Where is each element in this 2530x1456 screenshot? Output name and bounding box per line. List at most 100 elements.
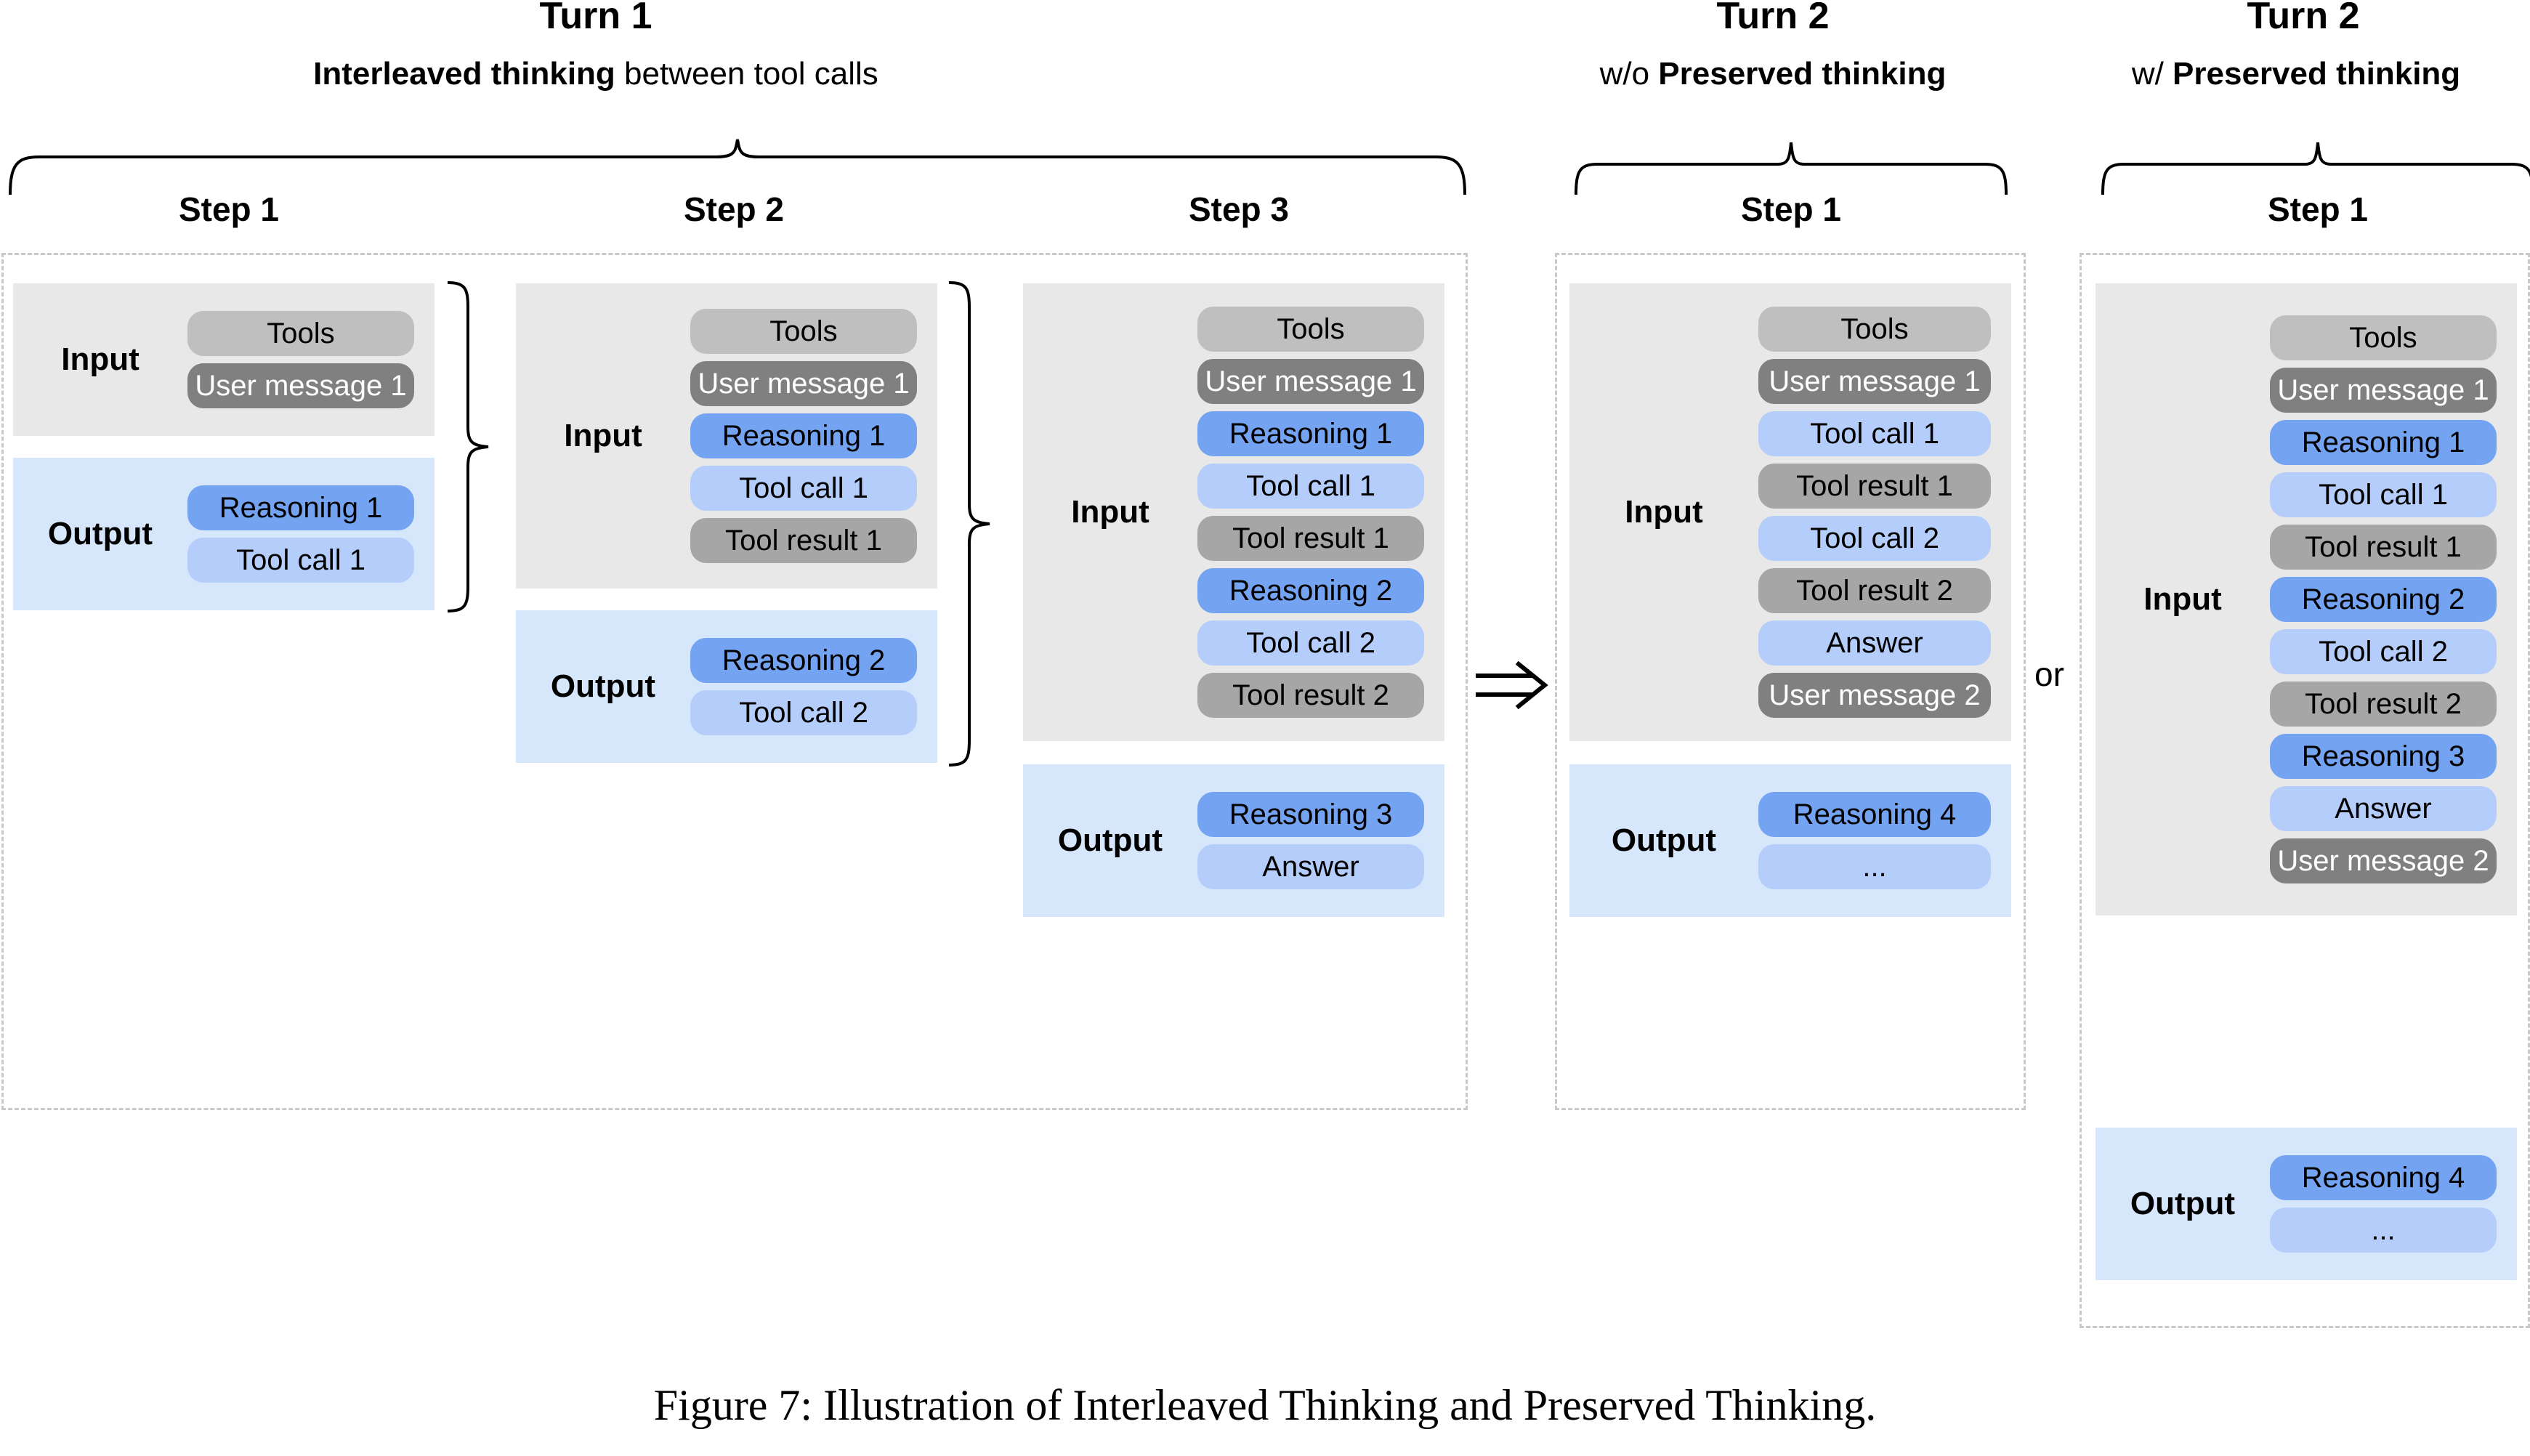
turn2-with-brace-icon bbox=[2101, 142, 2530, 195]
turn2-without-brace-icon bbox=[1575, 142, 2008, 195]
pill-tool-call: Tool call 1 bbox=[187, 538, 414, 583]
turn2-without-title: Turn 2 bbox=[1591, 0, 1955, 35]
input-block-turn1-step3: Input Tools User message 1 Reasoning 1 T… bbox=[1023, 283, 1444, 741]
turn2-without-subtitle-prefix: w/o bbox=[1599, 56, 1659, 92]
turn2-with-subtitle-prefix: w/ bbox=[2131, 56, 2173, 92]
input-label: Input bbox=[2143, 581, 2222, 617]
input-label: Input bbox=[564, 418, 642, 453]
output-label: Output bbox=[550, 668, 656, 704]
step-title-turn2-without-step1: Step 1 bbox=[1740, 190, 1842, 228]
output-label: Output bbox=[2130, 1186, 2236, 1221]
input-pill-stack-turn2-without: Tools User message 1 Tool call 1 Tool re… bbox=[1758, 307, 1991, 718]
output-block-turn2-without: Output Reasoning 4 ... bbox=[1569, 764, 2011, 917]
input-pill-stack-turn1-step2: Tools User message 1 Reasoning 1 Tool ca… bbox=[690, 309, 917, 563]
input-pill-stack-turn2-with: Tools User message 1 Reasoning 1 Tool ca… bbox=[2270, 315, 2497, 883]
pill-reasoning: Reasoning 3 bbox=[2270, 734, 2497, 779]
pill-reasoning: Reasoning 2 bbox=[1197, 568, 1424, 613]
pill-tool-call: Tool call 1 bbox=[1197, 464, 1424, 509]
pill-reasoning: Reasoning 2 bbox=[2270, 577, 2497, 622]
pill-tools: Tools bbox=[2270, 315, 2497, 360]
pill-tool-call: Tool call 1 bbox=[1758, 411, 1991, 456]
output-label: Output bbox=[47, 516, 153, 551]
pill-tools: Tools bbox=[1197, 307, 1424, 352]
output-pill-stack-turn2-with: Reasoning 4 ... bbox=[2270, 1155, 2497, 1253]
turn1-subtitle-bold: Interleaved thinking bbox=[313, 56, 615, 92]
pill-ellipsis: ... bbox=[2270, 1208, 2497, 1253]
turn2-with-title: Turn 2 bbox=[2122, 0, 2485, 35]
turn2-without-title-text: Turn 2 bbox=[1716, 0, 1830, 37]
input-block-turn1-step2: Input Tools User message 1 Reasoning 1 T… bbox=[516, 283, 937, 589]
pill-reasoning: Reasoning 4 bbox=[1758, 792, 1991, 837]
pill-reasoning: Reasoning 1 bbox=[187, 485, 414, 530]
step-title-turn1-step3: Step 3 bbox=[1188, 190, 1290, 228]
pill-tool-call: Tool call 2 bbox=[2270, 629, 2497, 674]
output-block-turn1-step2: Output Reasoning 2 Tool call 2 bbox=[516, 610, 937, 763]
turn1-subtitle: Interleaved thinking between tool calls bbox=[124, 58, 1068, 90]
output-block-turn1-step3: Output Reasoning 3 Answer bbox=[1023, 764, 1444, 917]
pill-user-message: User message 2 bbox=[1758, 673, 1991, 718]
pill-user-message: User message 1 bbox=[1197, 359, 1424, 404]
turn2-with-subtitle-bold: Preserved thinking bbox=[2173, 56, 2461, 92]
pill-reasoning: Reasoning 1 bbox=[690, 413, 917, 458]
input-block-turn2-without: Input Tools User message 1 Tool call 1 T… bbox=[1569, 283, 2011, 741]
pill-tool-result: Tool result 2 bbox=[1197, 673, 1424, 718]
pill-answer: Answer bbox=[1758, 620, 1991, 666]
pill-tool-call: Tool call 1 bbox=[690, 466, 917, 511]
input-pill-stack-turn1-step3: Tools User message 1 Reasoning 1 Tool ca… bbox=[1197, 307, 1424, 718]
input-label: Input bbox=[1071, 494, 1149, 530]
output-pill-stack-turn1-step2: Reasoning 2 Tool call 2 bbox=[690, 638, 917, 735]
turn2-with-subtitle: w/ Preserved thinking bbox=[2042, 58, 2530, 90]
output-pill-stack-turn1-step1: Reasoning 1 Tool call 1 bbox=[187, 485, 414, 583]
turn1-title-text: Turn 1 bbox=[539, 0, 652, 37]
input-block-turn2-with: Input Tools User message 1 Reasoning 1 T… bbox=[2095, 283, 2517, 915]
step-container-turn2-with bbox=[2080, 253, 2530, 1328]
pill-tools: Tools bbox=[690, 309, 917, 354]
pill-reasoning: Reasoning 4 bbox=[2270, 1155, 2497, 1200]
pill-user-message: User message 1 bbox=[2270, 368, 2497, 413]
output-pill-stack-turn1-step3: Reasoning 3 Answer bbox=[1197, 792, 1424, 889]
step-title-turn1-step1: Step 1 bbox=[178, 190, 280, 228]
brace-step1-to-step2-icon bbox=[447, 281, 489, 612]
turn2-without-subtitle: w/o Preserved thinking bbox=[1519, 58, 2027, 90]
turn2-with-title-text: Turn 2 bbox=[2247, 0, 2360, 37]
pill-tool-call: Tool call 2 bbox=[690, 690, 917, 735]
pill-tool-result: Tool result 2 bbox=[2270, 682, 2497, 727]
pill-tool-call: Tool call 2 bbox=[1197, 620, 1424, 666]
input-block-turn1-step1: Input Tools User message 1 bbox=[13, 283, 435, 436]
turn2-without-subtitle-bold: Preserved thinking bbox=[1658, 56, 1947, 92]
pill-answer: Answer bbox=[2270, 786, 2497, 831]
input-label: Input bbox=[61, 341, 140, 377]
turn1-subtitle-rest: between tool calls bbox=[615, 56, 878, 92]
output-label: Output bbox=[1611, 822, 1717, 858]
pill-user-message: User message 1 bbox=[690, 361, 917, 406]
pill-tool-result: Tool result 1 bbox=[2270, 525, 2497, 570]
pill-tool-result: Tool result 1 bbox=[690, 518, 917, 563]
pill-user-message: User message 1 bbox=[187, 363, 414, 408]
turn1-title: Turn 1 bbox=[414, 0, 777, 35]
output-block-turn2-with: Output Reasoning 4 ... bbox=[2095, 1128, 2517, 1280]
pill-tool-result: Tool result 2 bbox=[1758, 568, 1991, 613]
brace-step2-to-step3-icon bbox=[948, 281, 990, 767]
pill-tool-result: Tool result 1 bbox=[1758, 464, 1991, 509]
step-title-turn1-step2: Step 2 bbox=[683, 190, 785, 228]
pill-reasoning: Reasoning 1 bbox=[2270, 420, 2497, 465]
step-container-turn2-without bbox=[1555, 253, 2026, 1110]
pill-reasoning: Reasoning 2 bbox=[690, 638, 917, 683]
turn1-brace-icon bbox=[9, 139, 1466, 195]
pill-tool-call: Tool call 2 bbox=[1758, 516, 1991, 561]
output-pill-stack-turn2-without: Reasoning 4 ... bbox=[1758, 792, 1991, 889]
pill-tool-call: Tool call 1 bbox=[2270, 472, 2497, 517]
pill-answer: Answer bbox=[1197, 844, 1424, 889]
input-label: Input bbox=[1625, 494, 1703, 530]
pill-reasoning: Reasoning 3 bbox=[1197, 792, 1424, 837]
pill-tool-result: Tool result 1 bbox=[1197, 516, 1424, 561]
pill-tools: Tools bbox=[1758, 307, 1991, 352]
pill-user-message: User message 1 bbox=[1758, 359, 1991, 404]
pill-user-message: User message 2 bbox=[2270, 838, 2497, 883]
step-container-turn1 bbox=[1, 253, 1468, 1110]
input-pill-stack-turn1-step1: Tools User message 1 bbox=[187, 311, 414, 408]
pill-ellipsis: ... bbox=[1758, 844, 1991, 889]
or-connector-label: or bbox=[2034, 655, 2064, 693]
pill-tools: Tools bbox=[187, 311, 414, 356]
output-block-turn1-step1: Output Reasoning 1 Tool call 1 bbox=[13, 458, 435, 610]
